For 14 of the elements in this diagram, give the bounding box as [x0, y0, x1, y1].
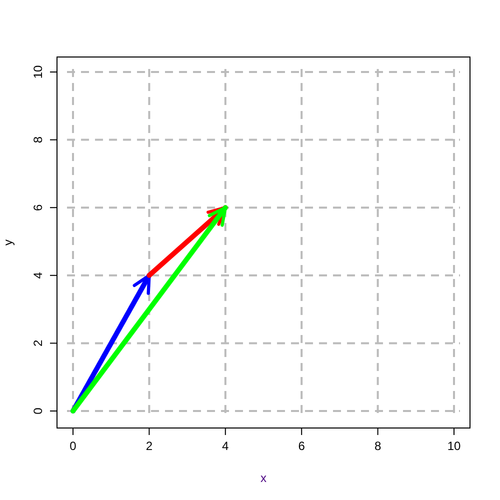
tick-label: 6: [298, 439, 305, 453]
tick-label: 8: [31, 136, 45, 144]
tick-label: 0: [31, 408, 45, 414]
tick-label: 10: [31, 65, 45, 79]
axis-title: y: [1, 240, 15, 246]
tick-label: 4: [222, 439, 229, 453]
tick-label: 8: [374, 439, 382, 453]
tick-label: 2: [146, 439, 153, 453]
tick-label: 0: [70, 439, 76, 453]
axis-title: x: [260, 471, 266, 485]
tick-label: 2: [31, 340, 45, 347]
tick-label: 4: [31, 272, 45, 279]
tick-label: 6: [31, 204, 45, 211]
tick-label: 10: [447, 439, 461, 453]
